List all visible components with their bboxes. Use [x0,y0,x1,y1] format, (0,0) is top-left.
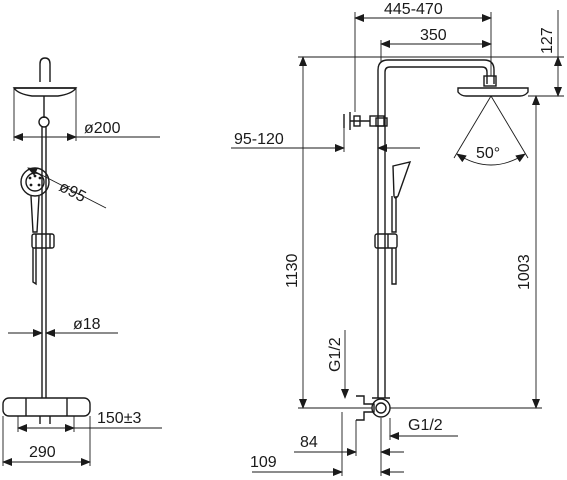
dim-head-height: 127 [298,10,564,97]
label-diameter-rail: ø18 [73,316,101,333]
label-valve-offset: 150±3 [97,410,141,427]
label-inlet-thread-right: G1/2 [408,417,443,434]
dim-hand-diameter: ø95 [27,167,107,209]
dim-total-depth: 109 [250,412,404,476]
front-hose [32,248,37,286]
front-rail [41,127,47,398]
dim-inlet-thread-left: G1/2 [327,330,349,399]
side-hand-shower [391,161,412,233]
label-inlet-thread-left: G1/2 [327,337,344,372]
front-hand-shower [20,167,50,233]
label-valve-depth: 84 [300,434,318,451]
label-total-height: 1130 [284,253,301,288]
side-hose [391,248,397,285]
label-spray-angle: 50° [476,145,500,162]
front-thermostat [2,397,91,424]
dim-head-diameter: ø200 [13,88,160,141]
label-head-to-inlet: 1003 [516,254,533,290]
dim-inlet-thread-right: G1/2 [389,417,458,440]
label-diameter-hand: ø95 [56,178,88,206]
dim-arm-reach: 445-470 [354,1,492,112]
dim-rail-diameter: ø18 [8,316,118,337]
side-shower-head [457,87,529,97]
label-wall-distance: 95-120 [234,131,284,148]
front-view: ø200 ø95 ø18 150±3 290 [2,57,162,466]
dim-valve-depth: 84 [294,418,404,476]
side-view: 50° [231,1,564,476]
dim-arm-length: 350 [380,27,492,62]
label-arm-reach: 445-470 [384,1,443,18]
label-arm-length: 350 [420,27,447,44]
dim-valve-offset: 150±3 [17,410,162,432]
side-rail [375,117,388,398]
label-head-height: 127 [539,27,556,54]
label-total-depth: 109 [250,454,277,471]
side-arm [377,59,497,118]
side-slider [374,233,398,249]
dim-wall-distance: 95-120 [231,128,420,152]
side-spray-cone: 50° [453,95,529,166]
dim-valve-width: 290 [2,416,91,466]
dim-total-height: 1130 [284,56,372,409]
dim-head-to-inlet: 1003 [390,95,542,409]
label-valve-width: 290 [29,444,56,461]
front-slider [31,233,55,249]
label-diameter-head: ø200 [84,120,121,137]
front-shower-head [12,57,78,128]
